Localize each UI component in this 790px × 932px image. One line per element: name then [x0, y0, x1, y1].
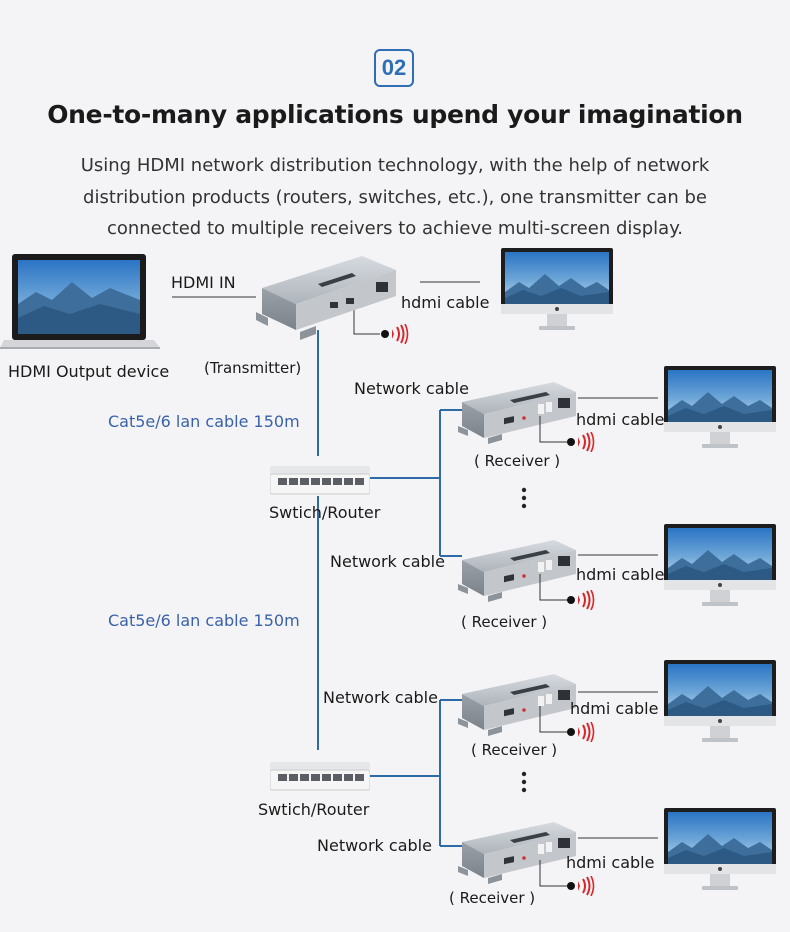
receiver-device [458, 540, 576, 602]
intro-line-1: Using HDMI network distribution technolo… [80, 155, 710, 176]
receiver-label: ( Receiver ) [474, 452, 561, 470]
switch-router-icon [270, 762, 370, 791]
monitor-icon [664, 524, 776, 606]
ir-emitter-icon [566, 590, 595, 610]
receiver-label: ( Receiver ) [471, 741, 558, 759]
hdmi-cable-label: hdmi cable [401, 293, 490, 312]
ellipsis-icon [521, 487, 527, 509]
switch-router-label: Swtich/Router [269, 503, 381, 522]
monitor-icon [501, 248, 613, 330]
hdmi-cable-label: hdmi cable [576, 565, 665, 584]
lan-cable-label: Cat5e/6 lan cable 150m [108, 611, 300, 630]
monitor-icon [664, 808, 776, 890]
network-cable-label: Network cable [323, 688, 438, 707]
ir-emitter-icon [380, 324, 409, 344]
ir-emitter-icon [566, 722, 595, 742]
monitor-icon [664, 660, 776, 742]
hdmi-cable-label: hdmi cable [576, 410, 665, 429]
receiver-device [458, 382, 576, 444]
receiver-label: ( Receiver ) [461, 613, 548, 631]
ellipsis-icon [521, 771, 527, 793]
ir-emitter-icon [566, 432, 595, 452]
hdmi-in-label: HDMI IN [171, 273, 236, 292]
monitor-icon [664, 366, 776, 448]
transmitter-label: (Transmitter) [204, 359, 302, 377]
switch-router-icon [270, 466, 370, 495]
network-cable-label: Network cable [317, 836, 432, 855]
receiver-device [458, 822, 576, 884]
lan-cable-label: Cat5e/6 lan cable 150m [108, 412, 300, 431]
intro-line-3: connected to multiple receivers to achie… [106, 218, 684, 239]
intro-paragraph: Using HDMI network distribution technolo… [60, 150, 730, 245]
laptop-icon [0, 254, 160, 349]
transmitter-device [256, 256, 396, 340]
switch-router-label: Swtich/Router [258, 800, 370, 819]
receiver-label: ( Receiver ) [449, 889, 536, 907]
output-device-label: HDMI Output device [8, 362, 170, 381]
intro-line-2: distribution products (routers, switches… [83, 186, 707, 208]
receiver-device [458, 674, 576, 736]
step-number-badge: 02 [374, 49, 414, 87]
network-cable-label: Network cable [330, 552, 445, 571]
ir-emitter-icon [566, 876, 595, 896]
page-title: One-to-many applications upend your imag… [47, 100, 743, 129]
network-cable-label: Network cable [354, 379, 469, 398]
hdmi-cable-label: hdmi cable [566, 853, 655, 872]
hdmi-cable-label: hdmi cable [570, 699, 659, 718]
